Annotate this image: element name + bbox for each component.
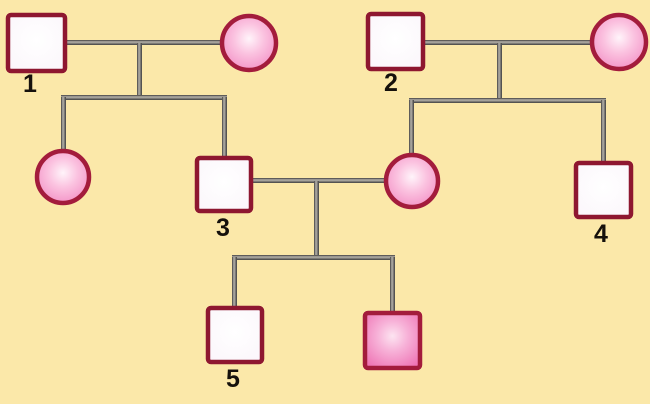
individual-II-1-female-carrier[interactable] <box>34 148 92 206</box>
sibship-line-1 <box>61 95 227 100</box>
sibship-line-3 <box>232 255 395 260</box>
individual-II-3-female-carrier[interactable] <box>383 152 441 210</box>
individual-II-2-male-unaffected[interactable] <box>194 155 254 214</box>
id-label-5: 5 <box>226 365 240 393</box>
mating-line-1 <box>65 40 221 45</box>
mating-group-2 <box>409 40 606 165</box>
descent-line-2 <box>497 43 502 102</box>
mating-group-1 <box>61 40 227 160</box>
id-label-4: 4 <box>594 220 608 248</box>
sibship-line-2 <box>409 98 606 103</box>
individual-I-3-male-unaffected[interactable] <box>365 11 426 72</box>
individual-III-1-male-unaffected[interactable] <box>205 305 265 365</box>
individual-I-4-female-carrier[interactable] <box>589 12 649 72</box>
child-drop-2b <box>601 100 606 165</box>
id-label-3: 3 <box>216 214 230 242</box>
child-drop-2a <box>409 100 414 157</box>
child-drop-3a <box>232 257 237 310</box>
individual-II-4-male-unaffected[interactable] <box>573 160 634 220</box>
descent-line-1 <box>137 43 142 99</box>
id-label-1: 1 <box>23 70 37 98</box>
child-drop-1a <box>61 97 66 153</box>
mating-line-3 <box>250 178 387 183</box>
individual-I-2-female-carrier[interactable] <box>219 13 279 73</box>
mating-group-3 <box>232 178 395 315</box>
child-drop-3b <box>390 257 395 315</box>
descent-line-3 <box>314 181 319 259</box>
child-drop-1b <box>222 97 227 160</box>
mating-line-2 <box>422 40 594 45</box>
individual-III-2-male-affected[interactable] <box>362 310 423 371</box>
individual-I-1-male-unaffected[interactable] <box>5 12 68 74</box>
id-label-2: 2 <box>384 69 398 97</box>
